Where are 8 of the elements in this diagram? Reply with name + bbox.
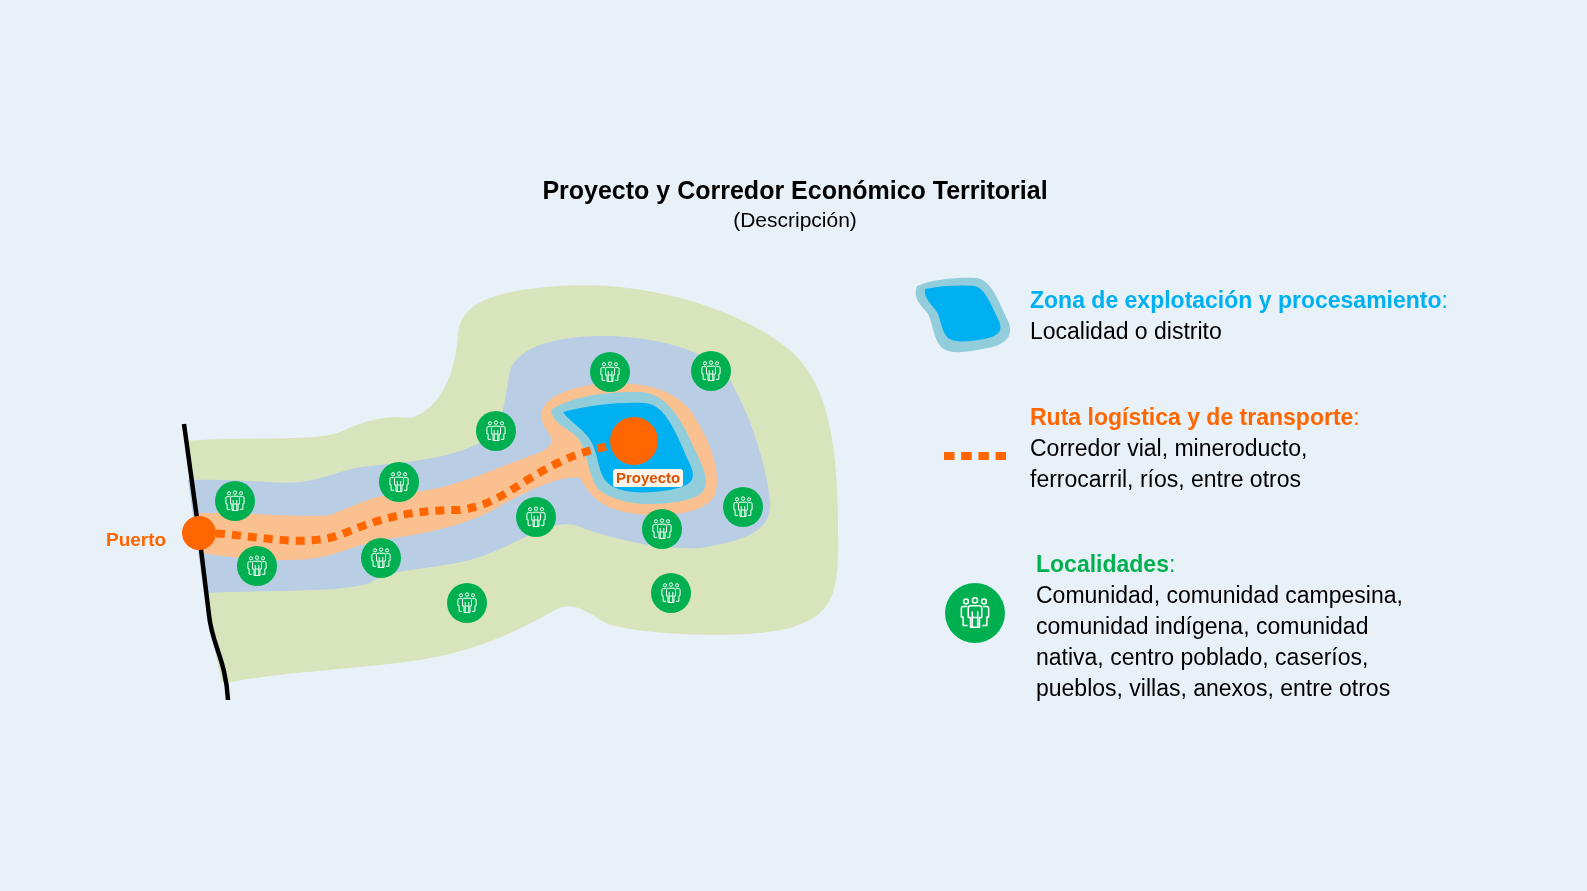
title: Proyecto y Corredor Económico Territorial — [542, 175, 1048, 205]
subtitle: (Descripción) — [733, 207, 857, 233]
legend-text: Zona de explotación y procesamiento: Localidad o distrito — [1030, 286, 1448, 346]
legend-text: Ruta logística y de transporte: Corredor vial, mineroducto, ferrocarril, ríos, entre otros — [1030, 403, 1361, 494]
legend-text: Localidades: Comunidad, comunidad campesina, comunidad indígena, comunidad nativa, centro poblado, caseríos, pueblos, villas, anexos, entre otros — [1036, 550, 1404, 703]
port-circle — [182, 516, 216, 550]
project-label: Proyecto — [613, 469, 684, 487]
port-label: Puerto — [106, 529, 167, 551]
